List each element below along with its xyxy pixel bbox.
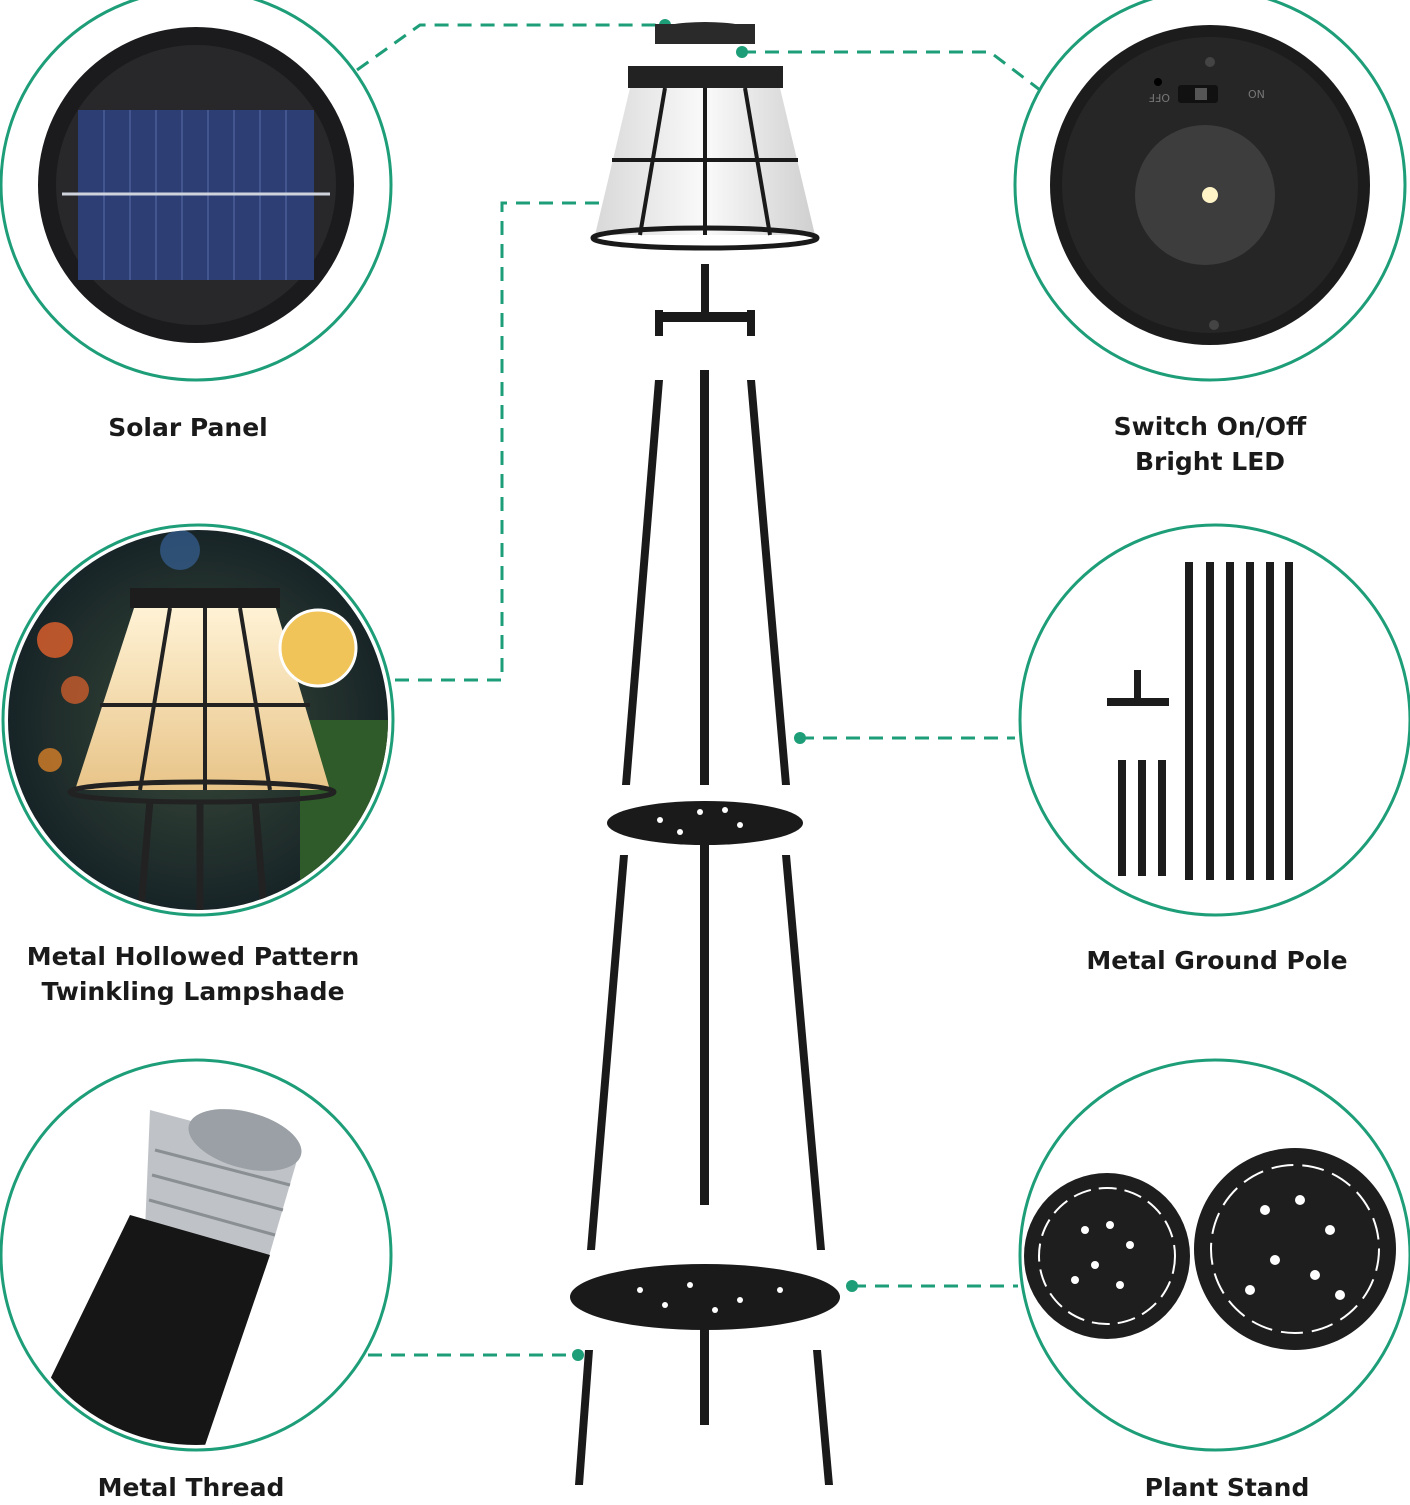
label-solar-panel: Solar Panel: [108, 410, 268, 445]
label-metal-thread: Metal Thread: [98, 1470, 285, 1505]
label-ground-pole: Metal Ground Pole: [1086, 943, 1347, 978]
solar-panel-image: [38, 27, 354, 343]
connector-switch: [742, 50, 1041, 92]
label-line: Solar Panel: [108, 413, 268, 442]
ground-pole-image: [1107, 562, 1293, 880]
label-line: Metal Thread: [97, 1473, 285, 1502]
switch-off-label: OFF: [1149, 91, 1170, 104]
connector-lines: [356, 23, 1041, 1357]
label-line: Bright LED: [1134, 447, 1286, 476]
connector-solar: [356, 23, 665, 72]
exploded-product: [570, 22, 840, 1485]
label-line: Metal Hollowed Pattern: [26, 942, 360, 971]
callout-circles: [0, 0, 1410, 1452]
label-plant-stand: Plant Stand: [1145, 1470, 1310, 1505]
metal-thread-image: [40, 1109, 302, 1445]
lampshade-photo: [8, 530, 388, 910]
label-line: Switch On/Off: [1113, 412, 1307, 441]
plant-stand-image: [1024, 1148, 1396, 1350]
switch-on-label: ON: [1248, 88, 1265, 101]
label-line: Plant Stand: [1144, 1473, 1310, 1502]
switch-image: OFF ON: [1050, 25, 1370, 345]
label-line: Twinkling Lampshade: [41, 977, 345, 1006]
label-line: Metal Ground Pole: [1086, 946, 1348, 975]
connector-lampshade: [392, 201, 622, 682]
